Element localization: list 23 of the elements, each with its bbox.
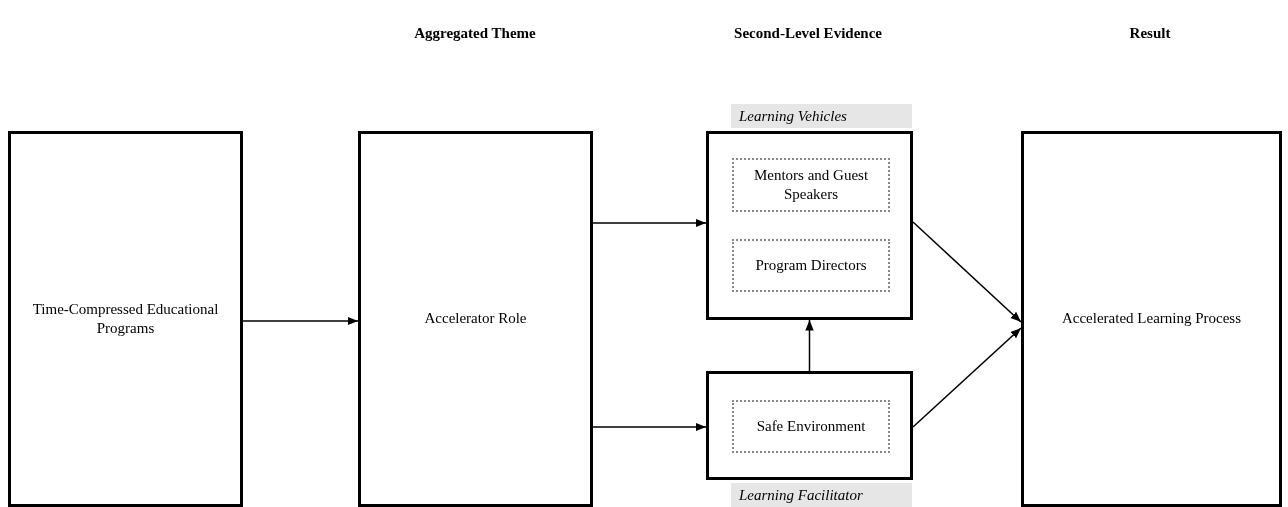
arrow: [912, 221, 1022, 323]
column-heading: Second-Level Evidence: [733, 24, 883, 43]
item-box: [732, 239, 890, 292]
arrow: [592, 422, 707, 432]
group-heading: Learning Vehicles: [731, 104, 912, 128]
process-box: [358, 131, 593, 507]
box-text: Time-Compressed Educational Programs: [31, 299, 220, 338]
column-heading: Result: [1128, 24, 1172, 43]
column-heading: Aggregated Theme: [413, 24, 537, 43]
arrow: [912, 327, 1022, 428]
box-text: Mentors and Guest Speakers: [752, 165, 870, 204]
box-text: Safe Environment: [755, 416, 867, 436]
arrow: [242, 316, 359, 326]
process-box: [1021, 131, 1282, 507]
box-text: Accelerator Role: [423, 309, 528, 329]
item-box: [732, 158, 890, 212]
item-box: [732, 400, 890, 453]
arrow: [805, 319, 814, 372]
box-text: Accelerated Learning Process: [1060, 309, 1243, 329]
box-text: Program Directors: [754, 255, 868, 275]
group-heading: Learning Facilitator: [731, 483, 912, 507]
process-box: [8, 131, 243, 507]
arrow: [592, 218, 707, 228]
